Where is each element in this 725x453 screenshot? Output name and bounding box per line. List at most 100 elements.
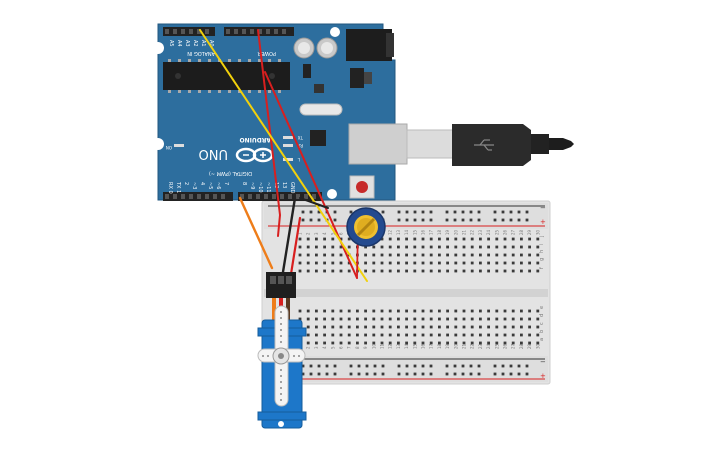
rail-hole[interactable]	[405, 364, 409, 368]
breadboard-hole[interactable]	[339, 237, 343, 241]
breadboard-hole[interactable]	[454, 325, 458, 329]
breadboard-hole[interactable]	[380, 261, 384, 265]
breadboard-hole[interactable]	[397, 317, 400, 321]
rail-hole[interactable]	[469, 210, 473, 214]
breadboard-hole[interactable]	[503, 245, 507, 249]
breadboard-hole[interactable]	[429, 333, 433, 337]
breadboard-hole[interactable]	[503, 237, 507, 241]
breadboard-hole[interactable]	[347, 317, 351, 321]
breadboard-hole[interactable]	[511, 253, 515, 257]
breadboard-hole[interactable]	[347, 245, 351, 249]
breadboard-hole[interactable]	[380, 325, 384, 329]
rail-hole[interactable]	[381, 210, 385, 214]
breadboard-hole[interactable]	[356, 309, 359, 313]
breadboard-hole[interactable]	[495, 325, 499, 329]
breadboard-hole[interactable]	[470, 309, 474, 313]
breadboard-hole[interactable]	[462, 325, 466, 329]
breadboard-hole[interactable]	[315, 269, 318, 273]
breadboard-hole[interactable]	[364, 333, 367, 337]
breadboard-hole[interactable]	[495, 333, 499, 337]
rail-hole[interactable]	[325, 372, 329, 376]
rail-hole[interactable]	[349, 210, 353, 214]
breadboard-hole[interactable]	[306, 237, 310, 241]
breadboard-hole[interactable]	[339, 261, 343, 265]
breadboard-hole[interactable]	[536, 245, 540, 249]
breadboard-hole[interactable]	[511, 261, 515, 265]
breadboard-hole[interactable]	[429, 253, 433, 257]
breadboard-hole[interactable]	[372, 325, 376, 329]
breadboard-hole[interactable]	[470, 333, 474, 337]
rail-hole[interactable]	[509, 210, 513, 214]
breadboard-hole[interactable]	[347, 309, 351, 313]
breadboard-hole[interactable]	[528, 269, 531, 273]
breadboard-hole[interactable]	[372, 341, 376, 345]
breadboard-hole[interactable]	[315, 261, 318, 265]
breadboard-hole[interactable]	[306, 317, 310, 321]
breadboard-hole[interactable]	[339, 341, 343, 345]
breadboard-hole[interactable]	[503, 317, 507, 321]
breadboard-hole[interactable]	[438, 325, 441, 329]
breadboard-hole[interactable]	[347, 333, 351, 337]
breadboard-hole[interactable]	[520, 309, 523, 313]
rail-hole[interactable]	[301, 364, 305, 368]
rail-hole[interactable]	[421, 210, 425, 214]
rail-hole[interactable]	[413, 372, 417, 376]
breadboard-hole[interactable]	[306, 325, 310, 329]
breadboard-hole[interactable]	[536, 237, 540, 241]
rail-hole[interactable]	[493, 218, 497, 222]
breadboard-hole[interactable]	[397, 333, 400, 337]
breadboard-hole[interactable]	[421, 253, 425, 257]
breadboard-hole[interactable]	[429, 261, 433, 265]
breadboard-hole[interactable]	[495, 245, 499, 249]
rail-hole[interactable]	[301, 218, 305, 222]
breadboard-hole[interactable]	[511, 309, 515, 313]
breadboard-hole[interactable]	[479, 253, 482, 257]
breadboard-hole[interactable]	[462, 253, 466, 257]
breadboard-hole[interactable]	[323, 245, 326, 249]
breadboard-hole[interactable]	[511, 317, 515, 321]
breadboard-hole[interactable]	[454, 309, 458, 313]
breadboard-hole[interactable]	[470, 253, 474, 257]
breadboard-hole[interactable]	[323, 261, 326, 265]
breadboard-hole[interactable]	[438, 317, 441, 321]
breadboard-hole[interactable]	[462, 317, 466, 321]
rail-hole[interactable]	[333, 210, 337, 214]
breadboard-hole[interactable]	[511, 269, 515, 273]
breadboard-hole[interactable]	[536, 269, 540, 273]
breadboard-hole[interactable]	[413, 261, 417, 265]
breadboard-hole[interactable]	[487, 341, 490, 345]
breadboard-hole[interactable]	[520, 341, 523, 345]
breadboard-hole[interactable]	[298, 269, 302, 273]
servo-motor[interactable]	[257, 272, 307, 429]
breadboard-hole[interactable]	[388, 341, 392, 345]
breadboard-hole[interactable]	[356, 341, 359, 345]
breadboard-hole[interactable]	[380, 245, 384, 249]
breadboard-hole[interactable]	[446, 237, 449, 241]
breadboard-hole[interactable]	[388, 309, 392, 313]
breadboard-hole[interactable]	[511, 245, 515, 249]
breadboard-hole[interactable]	[528, 333, 531, 337]
breadboard-hole[interactable]	[487, 309, 490, 313]
rail-hole[interactable]	[461, 372, 465, 376]
rail-hole[interactable]	[453, 364, 457, 368]
breadboard-hole[interactable]	[470, 269, 474, 273]
breadboard-hole[interactable]	[347, 237, 351, 241]
breadboard-hole[interactable]	[315, 237, 318, 241]
breadboard-hole[interactable]	[372, 333, 376, 337]
breadboard-hole[interactable]	[315, 253, 318, 257]
breadboard-hole[interactable]	[339, 309, 343, 313]
breadboard-hole[interactable]	[405, 341, 408, 345]
rail-hole[interactable]	[317, 218, 321, 222]
breadboard-hole[interactable]	[438, 245, 441, 249]
rail-hole[interactable]	[413, 364, 417, 368]
breadboard-hole[interactable]	[364, 341, 367, 345]
breadboard-hole[interactable]	[479, 333, 482, 337]
breadboard-hole[interactable]	[536, 317, 540, 321]
breadboard-hole[interactable]	[462, 237, 466, 241]
breadboard-hole[interactable]	[479, 325, 482, 329]
rail-hole[interactable]	[429, 372, 433, 376]
breadboard-hole[interactable]	[331, 269, 335, 273]
breadboard-hole[interactable]	[364, 245, 367, 249]
breadboard-hole[interactable]	[462, 333, 466, 337]
rail-hole[interactable]	[373, 372, 377, 376]
